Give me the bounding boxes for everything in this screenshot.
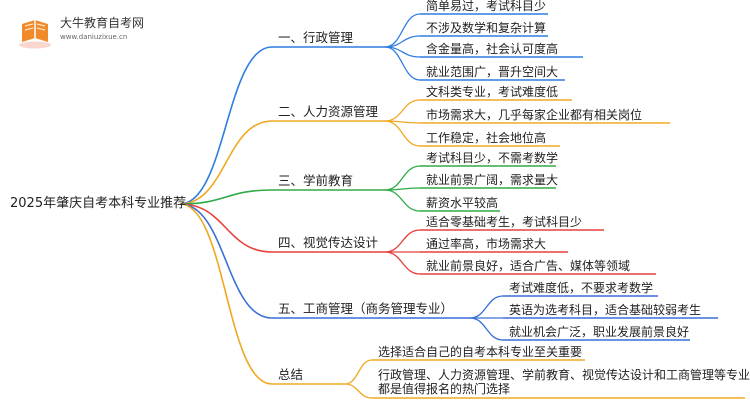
brand-name: 大牛教育自考网 [60, 16, 145, 30]
branch-label: 五、工商管理（商务管理专业） [278, 301, 454, 316]
leaf-label: 就业前景广阔，需求量大 [426, 173, 559, 187]
branch-to-leaf-connector [344, 359, 373, 385]
leaf-label: 含金量高，社会认可度高 [426, 42, 559, 56]
branch-to-leaf-connector [384, 229, 421, 253]
root-topic: 2025年肇庆自考本科专业推荐 [10, 196, 187, 211]
leaf-label: 英语为选考科目，适合基础较弱考生 [509, 303, 702, 317]
branch-label: 四、视觉传达设计 [278, 235, 379, 250]
leaf-label: 不涉及数学和复杂计算 [426, 21, 547, 35]
leaf-label: 通过率高，市场需求大 [426, 237, 547, 251]
book-logo-icon [19, 20, 51, 49]
leaf-label: 适合零基础考生，考试科目少 [426, 215, 583, 229]
branch-label: 二、人力资源管理 [278, 104, 379, 119]
leaf-label: 就业机会广泛，职业发展前景良好 [509, 325, 690, 339]
root-to-branch-connector [179, 203, 273, 253]
branch-label: 一、行政管理 [278, 30, 354, 45]
root-to-branch-connector [179, 203, 273, 385]
branch-to-leaf-connector [384, 46, 421, 81]
leaf-label: 文科类专业，考试难度低 [426, 85, 559, 99]
root-to-branch-connector [179, 189, 273, 205]
leaf-label: 选择适合自己的自考本科专业至关重要 [378, 345, 583, 359]
leaf-label: 简单易过，考试科目少 [426, 0, 547, 13]
branch-to-leaf-connector [344, 383, 373, 399]
branch-to-leaf-connector [384, 189, 421, 212]
root-to-branch-connector [179, 46, 273, 205]
branch-to-leaf-connector [384, 120, 421, 147]
leaf-label: 行政管理、人力资源管理、学前教育、视觉传达设计和工商管理等专业 都是值得报名的热… [378, 368, 750, 396]
brand-url: www.daniuzixue.cn [60, 33, 128, 41]
branch-to-leaf-connector [384, 251, 421, 275]
root-to-branch-connector [179, 203, 273, 319]
branch-to-leaf-connector [384, 13, 421, 48]
leaf-label: 考试科目少，不需考数学 [426, 151, 559, 165]
leaf-label: 工作稳定，社会地位高 [426, 131, 547, 145]
branch-to-leaf-connector [469, 317, 504, 341]
branch-to-leaf-connector [384, 165, 421, 191]
root-to-branch-connector [179, 120, 273, 205]
branch-label: 总结 [278, 367, 304, 382]
leaf-label: 就业范围广，晋升空间大 [426, 65, 559, 79]
leaf-label: 就业前景良好，适合广告、媒体等领域 [426, 259, 631, 273]
branch-to-leaf-connector [469, 295, 504, 319]
leaf-label: 市场需求大，几乎每家企业都有相关岗位 [426, 108, 643, 122]
branch-to-leaf-connector [384, 99, 421, 122]
leaf-label: 薪资水平较高 [426, 196, 499, 210]
leaf-label: 考试难度低，不要求考数学 [509, 281, 654, 295]
branch-label: 三、学前教育 [278, 173, 354, 188]
